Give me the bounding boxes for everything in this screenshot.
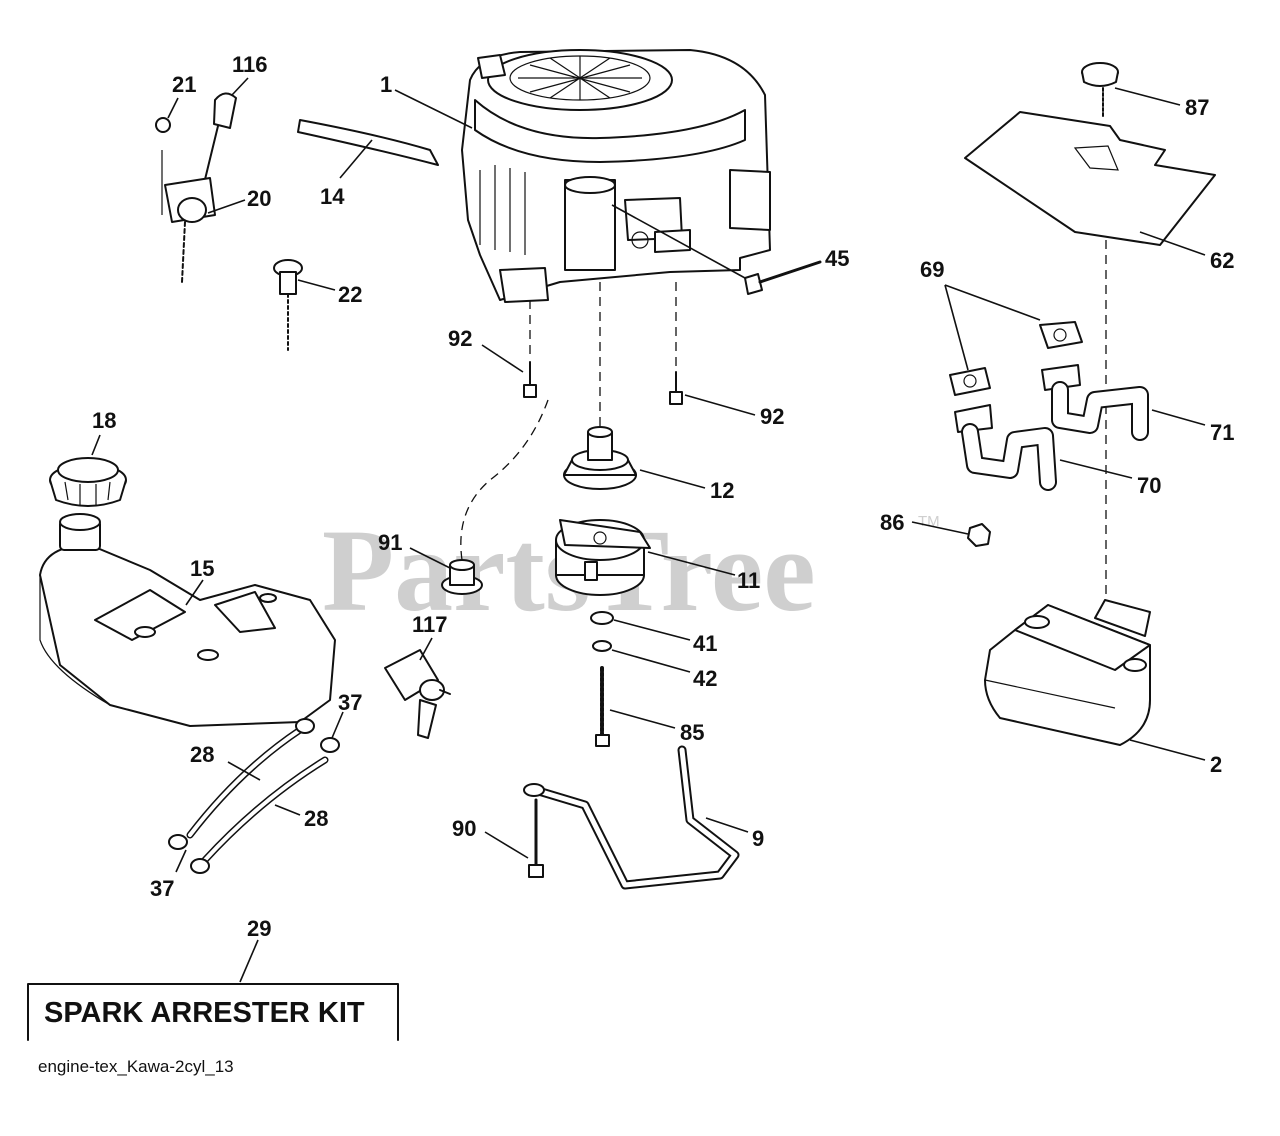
part-85-bolt [595, 666, 610, 747]
part-20-throttle-control [155, 92, 237, 283]
part-62-heat-shield [964, 111, 1216, 246]
callout-116: 116 [232, 52, 268, 77]
callout-90: 90 [452, 816, 476, 841]
part-37-clamps [168, 718, 340, 874]
kit-box [27, 983, 399, 1041]
callout-62: 62 [1210, 248, 1234, 273]
engine [461, 49, 771, 303]
callout-92-right: 92 [760, 404, 784, 429]
callout-11: 11 [737, 568, 760, 593]
part-71-exhaust-pipe [1041, 364, 1149, 441]
callout-91: 91 [378, 530, 402, 555]
callout-20: 20 [247, 186, 271, 211]
part-70-exhaust-pipe [954, 404, 1057, 491]
callout-42: 42 [693, 666, 717, 691]
part-87-knob [1081, 62, 1119, 119]
part-91-bushing [441, 559, 483, 595]
part-2-muffler [984, 599, 1151, 746]
part-92-bolt-left [523, 361, 537, 398]
part-69-gaskets [949, 321, 1083, 396]
callout-28-right: 28 [304, 806, 328, 831]
callout-9: 9 [752, 826, 764, 851]
callout-70: 70 [1137, 473, 1161, 498]
part-11-pto-clutch [555, 519, 651, 596]
part-117-fuel-valve [384, 649, 451, 739]
callout-85: 85 [680, 720, 704, 745]
callout-2: 2 [1210, 752, 1222, 777]
part-41-washer [590, 611, 614, 625]
part-14-fuel-hose [297, 119, 439, 166]
callout-22: 22 [338, 282, 362, 307]
part-22-plug [273, 259, 303, 351]
part-9-rod [530, 745, 740, 890]
callout-1: 1 [380, 72, 392, 97]
watermark-trademark: TM [918, 513, 940, 530]
part-15-fuel-tank [39, 513, 336, 727]
callout-41: 41 [693, 631, 717, 656]
callout-12: 12 [710, 478, 734, 503]
part-86-nut [967, 523, 991, 547]
diagram-caption: engine-tex_Kawa-2cyl_13 [38, 1057, 234, 1076]
part-45-bolt [744, 260, 822, 295]
part-18-fuel-cap [49, 457, 127, 507]
callout-92-left: 92 [448, 326, 472, 351]
part-42-washer [592, 640, 612, 652]
callout-14: 14 [320, 184, 345, 209]
callout-37-top: 37 [338, 690, 362, 715]
callout-87: 87 [1185, 95, 1209, 120]
callout-21: 21 [172, 72, 196, 97]
spark-arrester-kit-label: SPARK ARRESTER KIT [44, 997, 365, 1029]
callout-69: 69 [920, 257, 944, 282]
part-92-bolt-right [669, 371, 683, 405]
callout-71: 71 [1210, 420, 1234, 445]
callout-117: 117 [412, 612, 448, 637]
callout-15: 15 [190, 556, 214, 581]
callout-37-bottom: 37 [150, 876, 174, 901]
callout-86: 86 [880, 510, 904, 535]
callout-28-left: 28 [190, 742, 214, 767]
part-12-pulley [563, 426, 637, 490]
callout-29: 29 [247, 916, 271, 941]
callout-45: 45 [825, 246, 849, 271]
part-90-bolt [528, 798, 544, 878]
callout-18: 18 [92, 408, 116, 433]
